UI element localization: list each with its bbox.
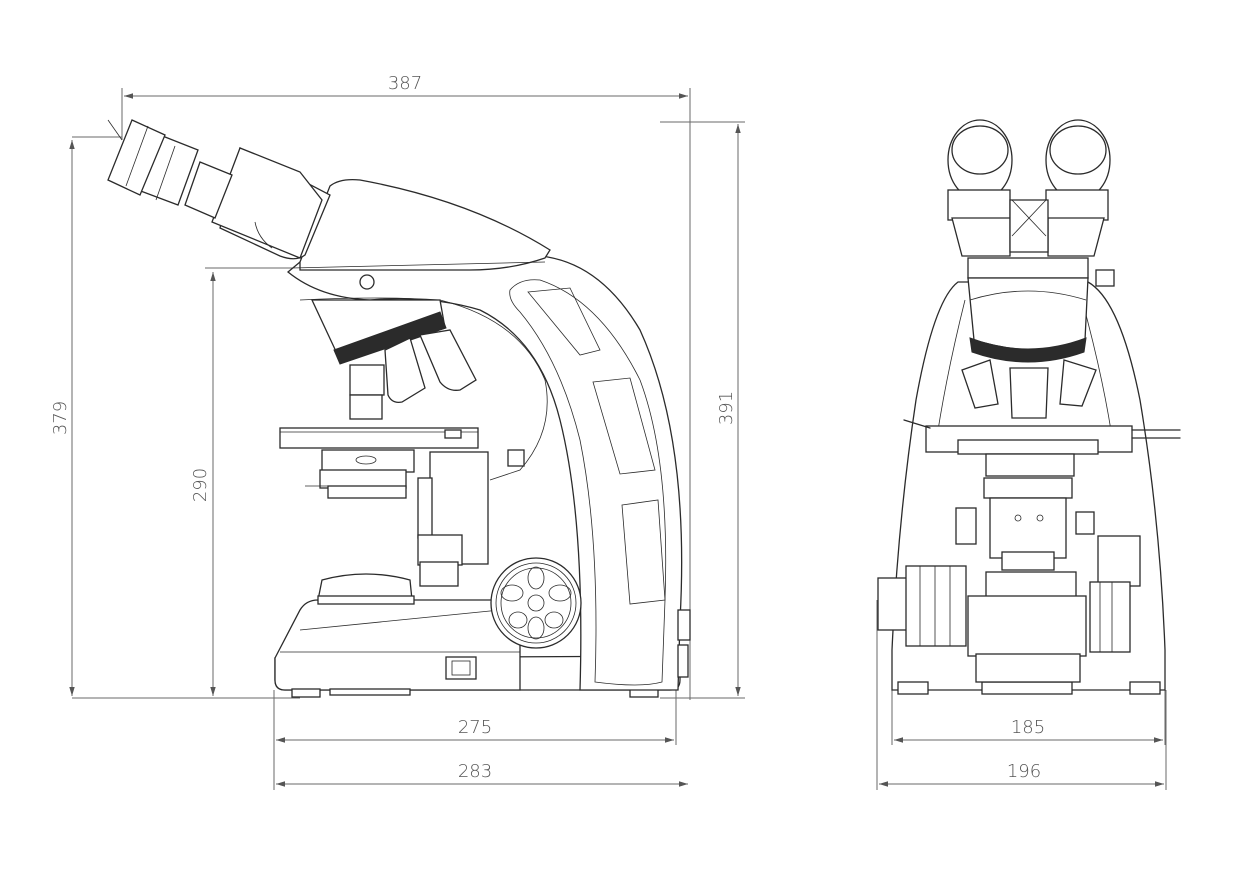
side-extension-lines [72, 88, 745, 790]
dim-label-185: 185 [1011, 717, 1045, 738]
stage [279, 427, 479, 499]
dim-label-387: 387 [388, 73, 422, 94]
left-fine-knob [905, 565, 967, 647]
nosepiece-knurl [333, 311, 447, 365]
head [299, 178, 551, 271]
c-arm [286, 255, 683, 691]
side-microscope-body [107, 119, 691, 698]
base-front [274, 599, 521, 691]
stage-plate [279, 427, 479, 449]
dim-label-196: 196 [1007, 761, 1041, 782]
front-extension-lines [876, 600, 1167, 790]
dim-label-391: 391 [716, 391, 737, 425]
nosepiece [310, 299, 477, 420]
focus-column [417, 449, 525, 587]
dim-label-379: 379 [50, 401, 71, 435]
left-coarse-knob [877, 577, 911, 631]
dim-label-290: 290 [190, 468, 211, 502]
side-view: 387 379 290 391 275 283 [50, 73, 745, 790]
right-focus-knob [1097, 535, 1141, 587]
front-microscope-body [877, 119, 1181, 695]
side-focus-knob [490, 557, 582, 649]
front-nosepiece-knurl [969, 337, 1087, 363]
field-lens [317, 573, 413, 601]
dim-label-275: 275 [458, 717, 492, 738]
eyepiece-tube [107, 119, 331, 260]
power-switch [445, 656, 477, 680]
front-head [967, 277, 1089, 351]
side-dimension-lines [69, 93, 741, 787]
front-view: 185 196 [876, 119, 1181, 790]
front-eyepieces [947, 119, 1111, 257]
front-focus-knobs [877, 507, 1141, 653]
dim-label-283: 283 [458, 761, 492, 782]
